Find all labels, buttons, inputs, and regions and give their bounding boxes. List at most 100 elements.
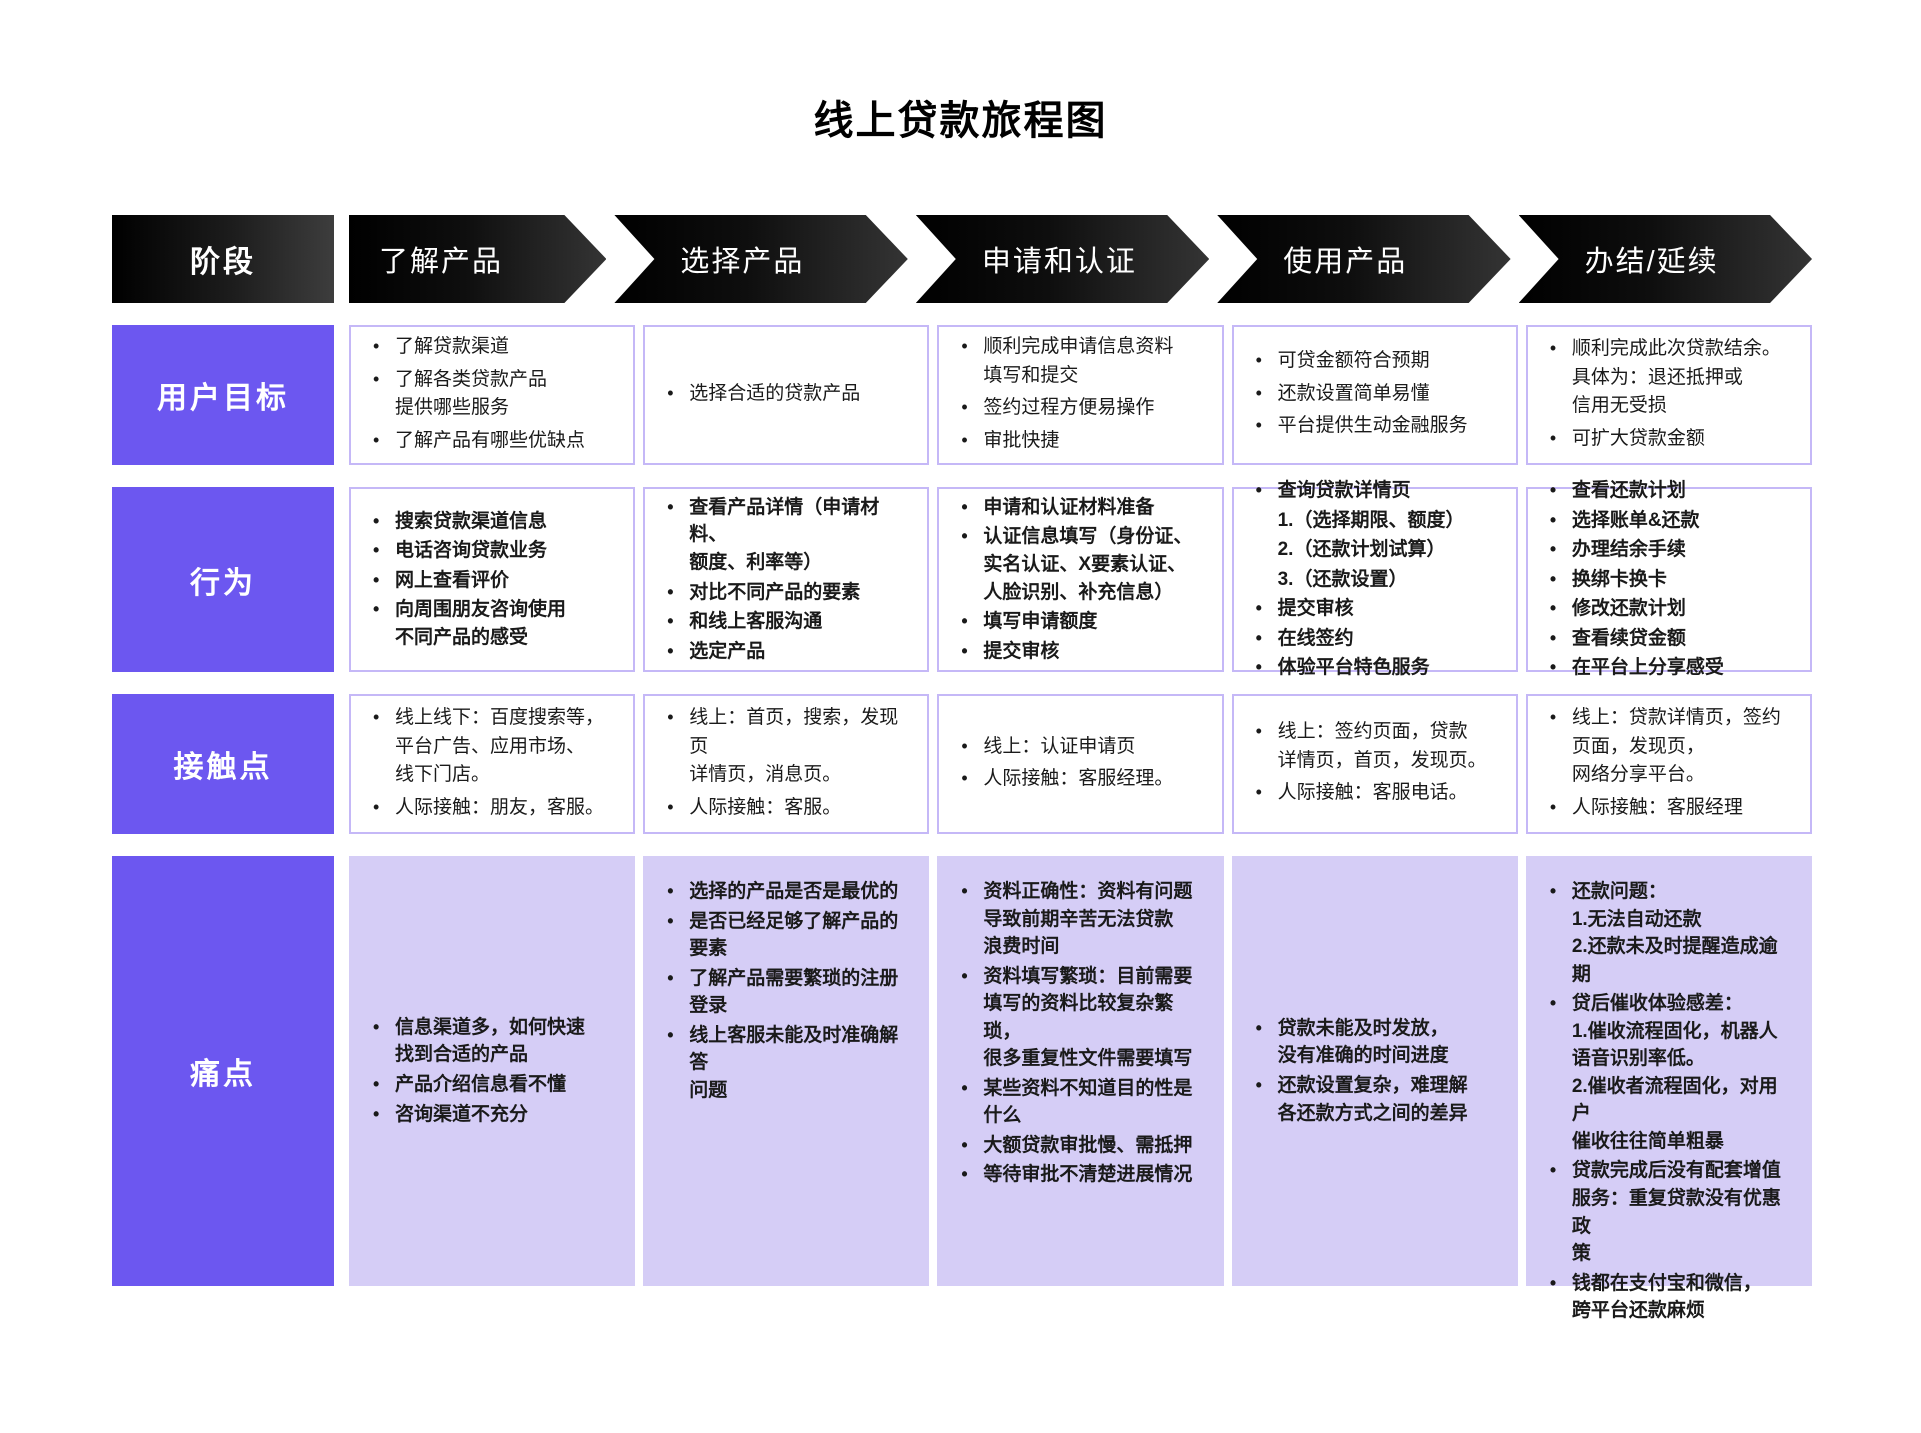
list-item: 了解各类贷款产品 提供哪些服务 xyxy=(365,366,617,423)
cell-user-goal-3: 顺利完成申请信息资料 填写和提交签约过程方便易操作审批快捷 xyxy=(937,325,1224,465)
list-touchpoint-2: 线上：首页，搜索，发现页 详情页，消息页。人际接触：客服。 xyxy=(659,704,911,826)
page-title: 线上贷款旅程图 xyxy=(813,99,1108,143)
stage-chevron-4-label: 使用产品 xyxy=(1283,246,1408,278)
list-item: 选择合适的贷款产品 xyxy=(659,380,911,409)
list-item: 审批快捷 xyxy=(953,427,1205,456)
stage-chevron-3-label: 申请和认证 xyxy=(981,246,1137,278)
list-item: 查询贷款详情页 xyxy=(1248,477,1500,505)
list-item: 还款问题： 1.无法自动还款 2.还款未及时提醒造成逾期 xyxy=(1542,878,1794,988)
list-behavior-4: 查询贷款详情页1.（选择期限、额度）2.（还款计划试算）3.（还款设置）提交审核… xyxy=(1248,477,1500,684)
stage-chevron-5[interactable]: 办结/延续 xyxy=(1519,215,1812,303)
list-item: 填写申请额度 xyxy=(953,608,1205,636)
cell-behavior-5: 查看还款计划选择账单&还款办理结余手续换绑卡换卡修改还款计划查看续贷金额在平台上… xyxy=(1525,477,1813,681)
list-item: 查看产品详情（申请材料、 额度、利率等） xyxy=(659,494,911,577)
list-item: 产品介绍信息看不懂 xyxy=(365,1071,617,1099)
cell-user-goal-1: 了解贷款渠道了解各类贷款产品 提供哪些服务了解产品有哪些优缺点 xyxy=(349,325,636,465)
cell-user-goal-5: 顺利完成此次贷款结余。 具体为：退还抵押或 信用无受损可扩大贷款金额 xyxy=(1525,325,1813,465)
cell-behavior-4: 查询贷款详情页1.（选择期限、额度）2.（还款计划试算）3.（还款设置）提交审核… xyxy=(1231,477,1518,681)
list-item: 等待审批不清楚进展情况 xyxy=(953,1161,1205,1189)
list-item: 线上：首页，搜索，发现页 详情页，消息页。 xyxy=(659,704,911,790)
list-painpoint-1: 信息渠道多，如何快速 找到合适的产品产品介绍信息看不懂咨询渠道不充分 xyxy=(365,1014,617,1130)
list-item: 搜索贷款渠道信息 xyxy=(365,508,617,536)
list-item: 签约过程方便易操作 xyxy=(953,394,1205,423)
list-touchpoint-1: 线上线下：百度搜索等， 平台广告、应用市场、 线下门店。人际接触：朋友，客服。 xyxy=(365,704,617,826)
row-behavior-cells: 搜索贷款渠道信息电话咨询贷款业务网上查看评价向周围朋友咨询使用 不同产品的感受 … xyxy=(349,477,1813,681)
list-item: 可贷金额符合预期 xyxy=(1248,347,1500,376)
list-item: 人际接触：客服经理 xyxy=(1542,794,1794,823)
list-behavior-1: 搜索贷款渠道信息电话咨询贷款业务网上查看评价向周围朋友咨询使用 不同产品的感受 xyxy=(365,508,617,654)
list-item: 了解产品需要繁琐的注册 登录 xyxy=(659,965,911,1020)
cell-touchpoint-2: 线上：首页，搜索，发现页 详情页，消息页。人际接触：客服。 xyxy=(643,694,930,834)
list-item: 大额贷款审批慢、需抵押 xyxy=(953,1132,1205,1160)
list-user-goal-5: 顺利完成此次贷款结余。 具体为：退还抵押或 信用无受损可扩大贷款金额 xyxy=(1542,335,1794,457)
list-item: 换绑卡换卡 xyxy=(1542,566,1794,594)
stage-chevron-2[interactable]: 选择产品 xyxy=(614,215,907,303)
list-item-numbered: 2.（还款计划试算） xyxy=(1277,539,1446,561)
list-item: 顺利完成此次贷款结余。 具体为：退还抵押或 信用无受损 xyxy=(1542,335,1794,421)
row-label-painpoint: 痛点 xyxy=(112,856,334,1286)
list-user-goal-3: 顺利完成申请信息资料 填写和提交签约过程方便易操作审批快捷 xyxy=(953,333,1205,459)
list-item: 某些资料不知道目的性是 什么 xyxy=(953,1075,1205,1130)
list-painpoint-2: 选择的产品是否是最优的是否已经足够了解产品的 要素了解产品需要繁琐的注册 登录线… xyxy=(659,878,911,1106)
list-touchpoint-5: 线上：贷款详情页，签约 页面，发现页， 网络分享平台。人际接触：客服经理 xyxy=(1542,704,1794,826)
stage-chevron-1[interactable]: 了解产品 xyxy=(349,215,606,303)
list-item: 顺利完成申请信息资料 填写和提交 xyxy=(953,333,1205,390)
list-item: 修改还款计划 xyxy=(1542,595,1794,623)
list-item-numbered: 3.（还款设置） xyxy=(1277,568,1408,590)
list-item: 体验平台特色服务 xyxy=(1248,654,1500,682)
list-item: 选择账单&还款 xyxy=(1542,507,1794,535)
list-item: 选定产品 xyxy=(659,638,911,666)
cell-behavior-1: 搜索贷款渠道信息电话咨询贷款业务网上查看评价向周围朋友咨询使用 不同产品的感受 xyxy=(349,487,636,672)
list-item: 了解贷款渠道 xyxy=(365,333,617,362)
list-item: 是否已经足够了解产品的 要素 xyxy=(659,908,911,963)
cell-behavior-2: 查看产品详情（申请材料、 额度、利率等）对比不同产品的要素和线上客服沟通选定产品 xyxy=(643,487,930,672)
stage-chevron-2-label: 选择产品 xyxy=(680,246,805,278)
row-touchpoint: 接触点 线上线下：百度搜索等， 平台广告、应用市场、 线下门店。人际接触：朋友，… xyxy=(112,694,1813,834)
stage-chevron-1-label: 了解产品 xyxy=(379,246,504,278)
list-item: 还款设置简单易懂 xyxy=(1248,380,1500,409)
list-item: 还款设置复杂，难理解 各还款方式之间的差异 xyxy=(1248,1072,1500,1127)
list-item: 在线签约 xyxy=(1248,625,1500,653)
list-user-goal-2: 选择合适的贷款产品 xyxy=(659,380,911,413)
list-item: 和线上客服沟通 xyxy=(659,608,911,636)
row-painpoint-cells: 信息渠道多，如何快速 找到合适的产品产品介绍信息看不懂咨询渠道不充分 选择的产品… xyxy=(349,856,1813,1321)
list-item: 提交审核 xyxy=(1248,595,1500,623)
row-painpoint: 痛点 信息渠道多，如何快速 找到合适的产品产品介绍信息看不懂咨询渠道不充分 选择… xyxy=(112,856,1813,1321)
list-behavior-2: 查看产品详情（申请材料、 额度、利率等）对比不同产品的要素和线上客服沟通选定产品 xyxy=(659,494,911,667)
list-painpoint-3: 资料正确性：资料有问题 导致前期辛苦无法贷款 浪费时间资料填写繁琐：目前需要 填… xyxy=(953,878,1205,1191)
list-item: 线上客服未能及时准确解答 问题 xyxy=(659,1022,911,1105)
cell-user-goal-4: 可贷金额符合预期还款设置简单易懂平台提供生动金融服务 xyxy=(1231,325,1518,465)
list-item: 资料正确性：资料有问题 导致前期辛苦无法贷款 浪费时间 xyxy=(953,878,1205,961)
stage-chevron-3[interactable]: 申请和认证 xyxy=(916,215,1209,303)
list-item: 提交审核 xyxy=(953,638,1205,666)
cell-touchpoint-4: 线上：签约页面，贷款 详情页，首页，发现页。人际接触：客服电话。 xyxy=(1231,694,1518,834)
list-behavior-5: 查看还款计划选择账单&还款办理结余手续换绑卡换卡修改还款计划查看续贷金额在平台上… xyxy=(1542,477,1794,684)
list-item: 办理结余手续 xyxy=(1542,536,1794,564)
row-touchpoint-cells: 线上线下：百度搜索等， 平台广告、应用市场、 线下门店。人际接触：朋友，客服。 … xyxy=(349,694,1813,834)
row-label-behavior: 行为 xyxy=(112,487,334,672)
list-user-goal-4: 可贷金额符合预期还款设置简单易懂平台提供生动金融服务 xyxy=(1248,347,1500,445)
stage-chevron-4[interactable]: 使用产品 xyxy=(1217,215,1510,303)
cell-touchpoint-5: 线上：贷款详情页，签约 页面，发现页， 网络分享平台。人际接触：客服经理 xyxy=(1525,694,1813,834)
list-item: 可扩大贷款金额 xyxy=(1542,425,1794,454)
list-item: 对比不同产品的要素 xyxy=(659,579,911,607)
cell-painpoint-3: 资料正确性：资料有问题 导致前期辛苦无法贷款 浪费时间资料填写繁琐：目前需要 填… xyxy=(937,856,1224,1286)
list-item: 信息渠道多，如何快速 找到合适的产品 xyxy=(365,1014,617,1069)
list-item: 在平台上分享感受 xyxy=(1542,654,1794,682)
cell-touchpoint-3: 线上：认证申请页人际接触：客服经理。 xyxy=(937,694,1224,834)
row-user-goal-cells: 了解贷款渠道了解各类贷款产品 提供哪些服务了解产品有哪些优缺点 选择合适的贷款产… xyxy=(349,325,1813,465)
list-item: 查看还款计划 xyxy=(1542,477,1794,505)
row-label-touchpoint: 接触点 xyxy=(112,694,334,834)
cell-behavior-3: 申请和认证材料准备认证信息填写（身份证、 实名认证、X要素认证、 人脸识别、补充… xyxy=(937,487,1224,672)
list-item: 查看续贷金额 xyxy=(1542,625,1794,653)
stage-header-row: 阶段 了解产品 选择产品 申请和认证 使用产品 办结/延续 xyxy=(112,215,1812,303)
list-item: 贷款完成后没有配套增值 服务：重复贷款没有优惠政 策 xyxy=(1542,1157,1794,1267)
list-item: 电话咨询贷款业务 xyxy=(365,537,617,565)
list-item: 咨询渠道不充分 xyxy=(365,1101,617,1129)
list-item: 钱都在支付宝和微信， 跨平台还款麻烦 xyxy=(1542,1270,1794,1325)
row-behavior: 行为 搜索贷款渠道信息电话咨询贷款业务网上查看评价向周围朋友咨询使用 不同产品的… xyxy=(112,477,1813,681)
stage-header-label: 阶段 xyxy=(112,215,334,303)
list-painpoint-4: 贷款未能及时发放， 没有准确的时间进度还款设置复杂，难理解 各还款方式之间的差异 xyxy=(1248,1015,1500,1129)
list-item: 人际接触：客服经理。 xyxy=(953,765,1205,794)
